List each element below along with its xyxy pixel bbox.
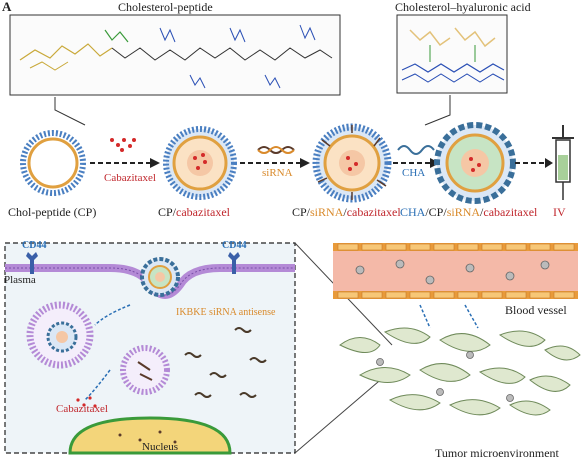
endosome-right bbox=[120, 345, 170, 395]
stage2-label: CP/cabazitaxel bbox=[158, 205, 230, 220]
nucleus-label: Nucleus bbox=[142, 441, 179, 453]
stage4-micelle bbox=[434, 122, 516, 204]
released-sirna-strands bbox=[184, 327, 267, 398]
stage1-micelle bbox=[20, 130, 86, 196]
blood-vessel bbox=[333, 243, 578, 299]
syringe-icon bbox=[552, 125, 574, 200]
cd44-receptor-icon-right bbox=[228, 252, 240, 274]
nucleus-shape bbox=[68, 416, 232, 455]
chol-ha-title: Cholesterol–hyaluronic acid bbox=[395, 0, 531, 14]
cabazitaxel-cell-label: Cabazitaxel bbox=[56, 403, 108, 415]
zoom-line-bottom bbox=[294, 369, 393, 454]
panel-letter: A bbox=[2, 0, 12, 14]
stage3-label: CP/siRNA/cabazitaxel bbox=[292, 205, 401, 220]
stage1-label: Chol-peptide (CP) bbox=[8, 205, 97, 219]
stage2-label-drug: cabazitaxel bbox=[176, 205, 230, 219]
arrow-2-head bbox=[300, 158, 310, 168]
stage3-label-slash: / bbox=[343, 205, 347, 219]
stage4-label: CHA/CP/siRNA/cabazitaxel bbox=[400, 205, 537, 220]
stage2-micelle bbox=[163, 126, 237, 200]
arrow-label-sirna: siRNA bbox=[262, 167, 293, 179]
arrow-4-head bbox=[545, 158, 553, 168]
cabazitaxel-dots bbox=[110, 138, 136, 152]
chol-peptide-structure bbox=[9, 14, 341, 96]
nucleus-contents bbox=[118, 430, 177, 444]
cabazitaxel-release-dots bbox=[76, 396, 97, 408]
stage3-label-sirna: siRNA bbox=[310, 205, 344, 219]
tumor-nanoparticles bbox=[376, 351, 514, 402]
stage4-label-cha: CHA bbox=[400, 205, 426, 219]
stage4-label-drug: cabazitaxel bbox=[483, 205, 538, 219]
stage3-micelle bbox=[312, 123, 392, 203]
plasma-label: Plasma bbox=[4, 274, 36, 286]
stage3-label-drug: cabazitaxel bbox=[346, 205, 401, 219]
endosome-left bbox=[26, 301, 94, 369]
arrow-label-cabazitaxel: Cabazitaxel bbox=[104, 172, 156, 184]
stage4-label-sirna: siRNA bbox=[446, 205, 481, 219]
cd44-label-left: CD44 bbox=[22, 240, 47, 251]
sirna-antisense-label: IKBKE siRNA antisense bbox=[176, 307, 276, 318]
callout-line-left bbox=[54, 97, 86, 126]
sirna-helix-icon bbox=[257, 146, 295, 154]
chol-peptide-title: Cholesterol-peptide bbox=[118, 0, 213, 14]
iv-label: IV bbox=[553, 205, 566, 219]
tumor-microenvironment-label: Tumor microenvironment bbox=[435, 446, 559, 460]
arrow-1-head bbox=[150, 158, 160, 168]
stage2-label-cp: CP/ bbox=[158, 205, 177, 219]
blood-vessel-label: Blood vessel bbox=[505, 303, 567, 317]
tumor-cells bbox=[339, 327, 581, 416]
cha-strand-icon bbox=[397, 145, 435, 155]
stage4-label-cp: /CP/ bbox=[425, 205, 447, 219]
callout-line-right bbox=[424, 95, 451, 126]
dashed-uptake-arrows bbox=[84, 304, 131, 401]
stage4-label-slash: / bbox=[480, 205, 484, 219]
chol-ha-structure bbox=[396, 14, 508, 94]
extravasation-arrows bbox=[419, 304, 479, 329]
cd44-label-right: CD44 bbox=[222, 240, 247, 251]
stage3-label-cp: CP/ bbox=[292, 205, 311, 219]
arrow-label-cha: CHA bbox=[402, 167, 426, 179]
nanoparticle-entering bbox=[140, 257, 180, 297]
cd44-receptor-icon-left bbox=[26, 252, 38, 274]
